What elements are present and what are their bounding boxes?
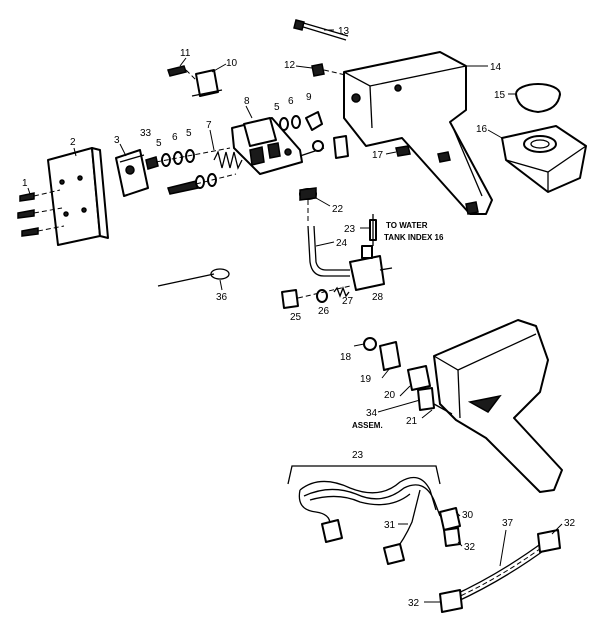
callout-27: 27 — [342, 296, 354, 307]
callout-19: 19 — [360, 374, 372, 385]
callout-30: 30 — [462, 510, 474, 521]
note-tank-index: TANK INDEX 16 — [384, 233, 444, 242]
callout-33: 33 — [140, 128, 152, 139]
callout-37: 37 — [502, 518, 514, 529]
callout-28: 28 — [372, 292, 384, 303]
part-water-tank — [501, 125, 587, 193]
callout-17: 17 — [372, 150, 384, 161]
callout-12: 12 — [284, 60, 296, 71]
callout-36: 36 — [216, 292, 228, 303]
callout-23-a: 23 — [344, 224, 356, 235]
callout-15: 15 — [494, 90, 506, 101]
part-wire-pin — [157, 268, 230, 287]
part-upper-housing — [343, 51, 493, 215]
callout-24: 24 — [336, 238, 348, 249]
part-housing-screws — [395, 145, 451, 163]
callout-23-b: 23 — [352, 450, 364, 461]
callout-26: 26 — [318, 306, 330, 317]
callout-1: 1 — [22, 178, 28, 189]
part-tank-cap — [515, 83, 561, 113]
part-top-washers — [279, 111, 349, 159]
callout-32-c: 32 — [408, 598, 420, 609]
callout-labels: 1 2 3 33 5 6 5 7 8 5 6 9 10 11 12 13 14 … — [22, 26, 576, 609]
part-clamp — [299, 187, 317, 222]
callout-14: 14 — [490, 62, 502, 73]
part-motor-assembly — [231, 117, 325, 175]
callout-11: 11 — [180, 48, 191, 59]
note-assem: ASSEM. — [352, 421, 383, 430]
callout-8: 8 — [244, 96, 250, 107]
part-screws — [17, 189, 65, 237]
callout-18: 18 — [340, 352, 352, 363]
callout-21: 21 — [406, 416, 418, 427]
part-top-screws — [293, 19, 351, 77]
callout-32-a: 32 — [464, 542, 476, 553]
part-mounting-plate — [47, 147, 109, 246]
callout-16: 16 — [476, 124, 488, 135]
callout-5-b: 5 — [186, 128, 192, 139]
part-water-connector — [369, 214, 377, 246]
part-lower-housing — [433, 319, 563, 493]
leader-lines — [27, 29, 563, 603]
callout-32-b: 32 — [564, 518, 576, 529]
callout-10: 10 — [226, 58, 238, 69]
part-tube — [307, 225, 350, 277]
callout-9: 9 — [306, 92, 312, 103]
part-valve-body — [349, 245, 393, 291]
part-bracket — [115, 149, 149, 197]
part-clip — [167, 65, 223, 97]
callout-22: 22 — [332, 204, 344, 215]
note-to-water: TO WATER — [386, 221, 428, 230]
callout-5-a: 5 — [156, 138, 162, 149]
callout-3: 3 — [114, 135, 120, 146]
part-nozzle-set — [281, 285, 351, 309]
part-washers-lower — [167, 173, 237, 195]
callout-6-b: 6 — [288, 96, 294, 107]
part-cord-strap — [439, 529, 561, 613]
callout-31: 31 — [384, 520, 396, 531]
callout-20: 20 — [384, 390, 396, 401]
callout-5-c: 5 — [274, 102, 280, 113]
callout-6-a: 6 — [172, 132, 178, 143]
callout-2: 2 — [70, 137, 76, 148]
callout-34: 34 — [366, 408, 378, 419]
part-coil-spring — [213, 150, 243, 170]
part-cord-bracket — [287, 465, 441, 485]
callout-7: 7 — [206, 120, 212, 131]
part-power-cord — [298, 476, 461, 565]
part-washers-upper — [145, 147, 231, 170]
callout-13: 13 — [338, 26, 350, 37]
callout-25: 25 — [290, 312, 302, 323]
